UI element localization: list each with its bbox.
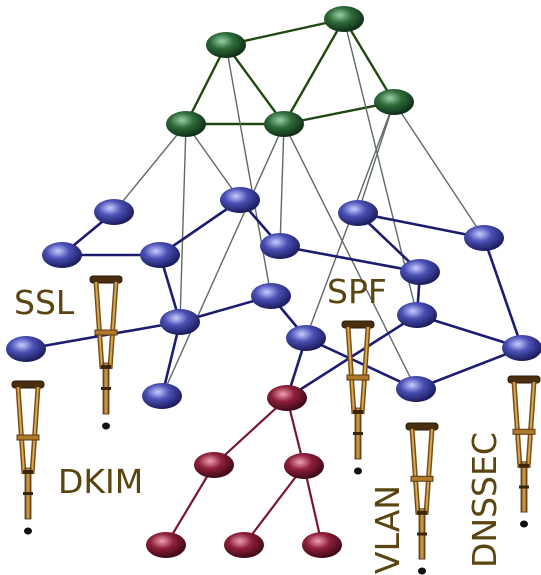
green-node [374, 89, 414, 115]
grey-edge [113, 123, 187, 213]
nodes-layer [6, 6, 541, 558]
blue-node [396, 376, 436, 402]
red-edge [212, 396, 289, 467]
label-dnssec: DNSSEC [465, 432, 504, 568]
red-edge [164, 463, 216, 547]
blue-edge [356, 211, 486, 240]
grey-edge [283, 123, 417, 390]
red-node [224, 532, 264, 558]
green-edge [224, 17, 346, 47]
blue-node [160, 309, 200, 335]
grey-edge [279, 123, 285, 247]
blue-node [260, 233, 300, 259]
green-node [166, 111, 206, 137]
crutch-icon [341, 320, 375, 475]
green-edge [342, 17, 396, 104]
red-node [194, 452, 234, 478]
blue-edge [304, 336, 418, 391]
blue-edge [482, 236, 524, 350]
blue-edge [414, 346, 524, 391]
green-node [264, 111, 304, 137]
label-ssl: SSL [14, 283, 75, 322]
blue-node [464, 225, 504, 251]
label-dkim: DKIM [58, 462, 143, 501]
grey-edge [225, 44, 272, 297]
crutch-icon [507, 375, 541, 528]
grey-edge [161, 123, 285, 397]
red-edge [302, 464, 324, 547]
red-node [146, 532, 186, 558]
blue-node [42, 242, 82, 268]
blue-node [502, 335, 541, 361]
green-edge [282, 17, 346, 126]
crutch-icon [11, 380, 45, 535]
label-spf: SPF [327, 272, 387, 311]
green-node [324, 6, 364, 32]
green-edge [184, 43, 228, 126]
red-node [302, 532, 342, 558]
crutch-icon [89, 275, 123, 430]
blue-node [220, 187, 260, 213]
grey-edge [357, 101, 395, 214]
grey-edge [393, 101, 485, 239]
grey-edge [185, 123, 241, 201]
blue-node [140, 242, 180, 268]
blue-node [142, 383, 182, 409]
grey-edge [179, 123, 187, 323]
green-node [206, 32, 246, 58]
label-vlan: VLAN [368, 485, 407, 574]
crutch-icon [405, 422, 439, 575]
blue-edge [278, 244, 422, 274]
blue-node [400, 259, 440, 285]
blue-node [286, 325, 326, 351]
red-edge [242, 464, 306, 547]
blue-node [94, 199, 134, 225]
red-node [284, 453, 324, 479]
blue-node [6, 336, 46, 362]
red-node [267, 385, 307, 411]
blue-node [338, 200, 378, 226]
blue-node [251, 283, 291, 309]
green-edge [224, 43, 286, 126]
crutches-layer [11, 275, 541, 575]
blue-node [397, 302, 437, 328]
